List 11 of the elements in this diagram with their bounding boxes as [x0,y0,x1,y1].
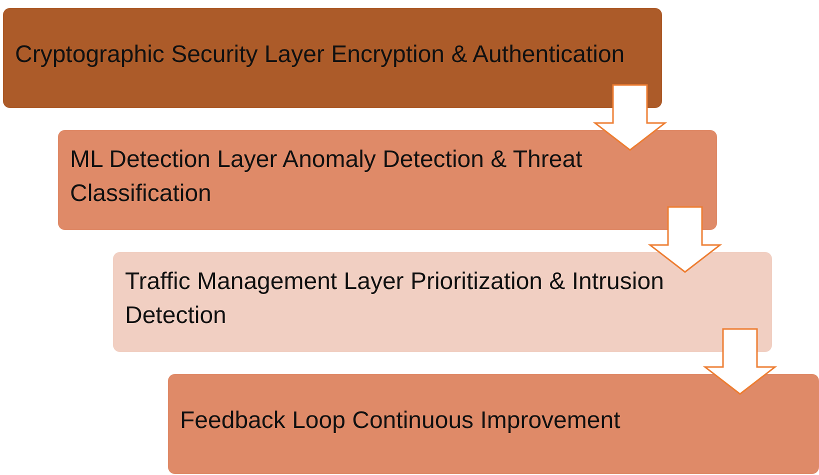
layer-box [3,8,662,108]
down-arrow [702,328,778,395]
layer-label: Traffic Management Layer Prioritization & Intrusion Detection [125,267,665,331]
layer-box [58,130,717,230]
layer-label: ML Detection Layer Anomaly Detection & Threat Classification [70,145,584,209]
layer-label: Cryptographic Security Layer Encryption & Authentication [15,40,625,70]
layer-box [113,252,772,352]
down-arrow [592,84,668,151]
layer-box [168,374,819,474]
layer-label: Feedback Loop Continuous Improvement [180,406,620,436]
down-arrow [648,206,722,273]
